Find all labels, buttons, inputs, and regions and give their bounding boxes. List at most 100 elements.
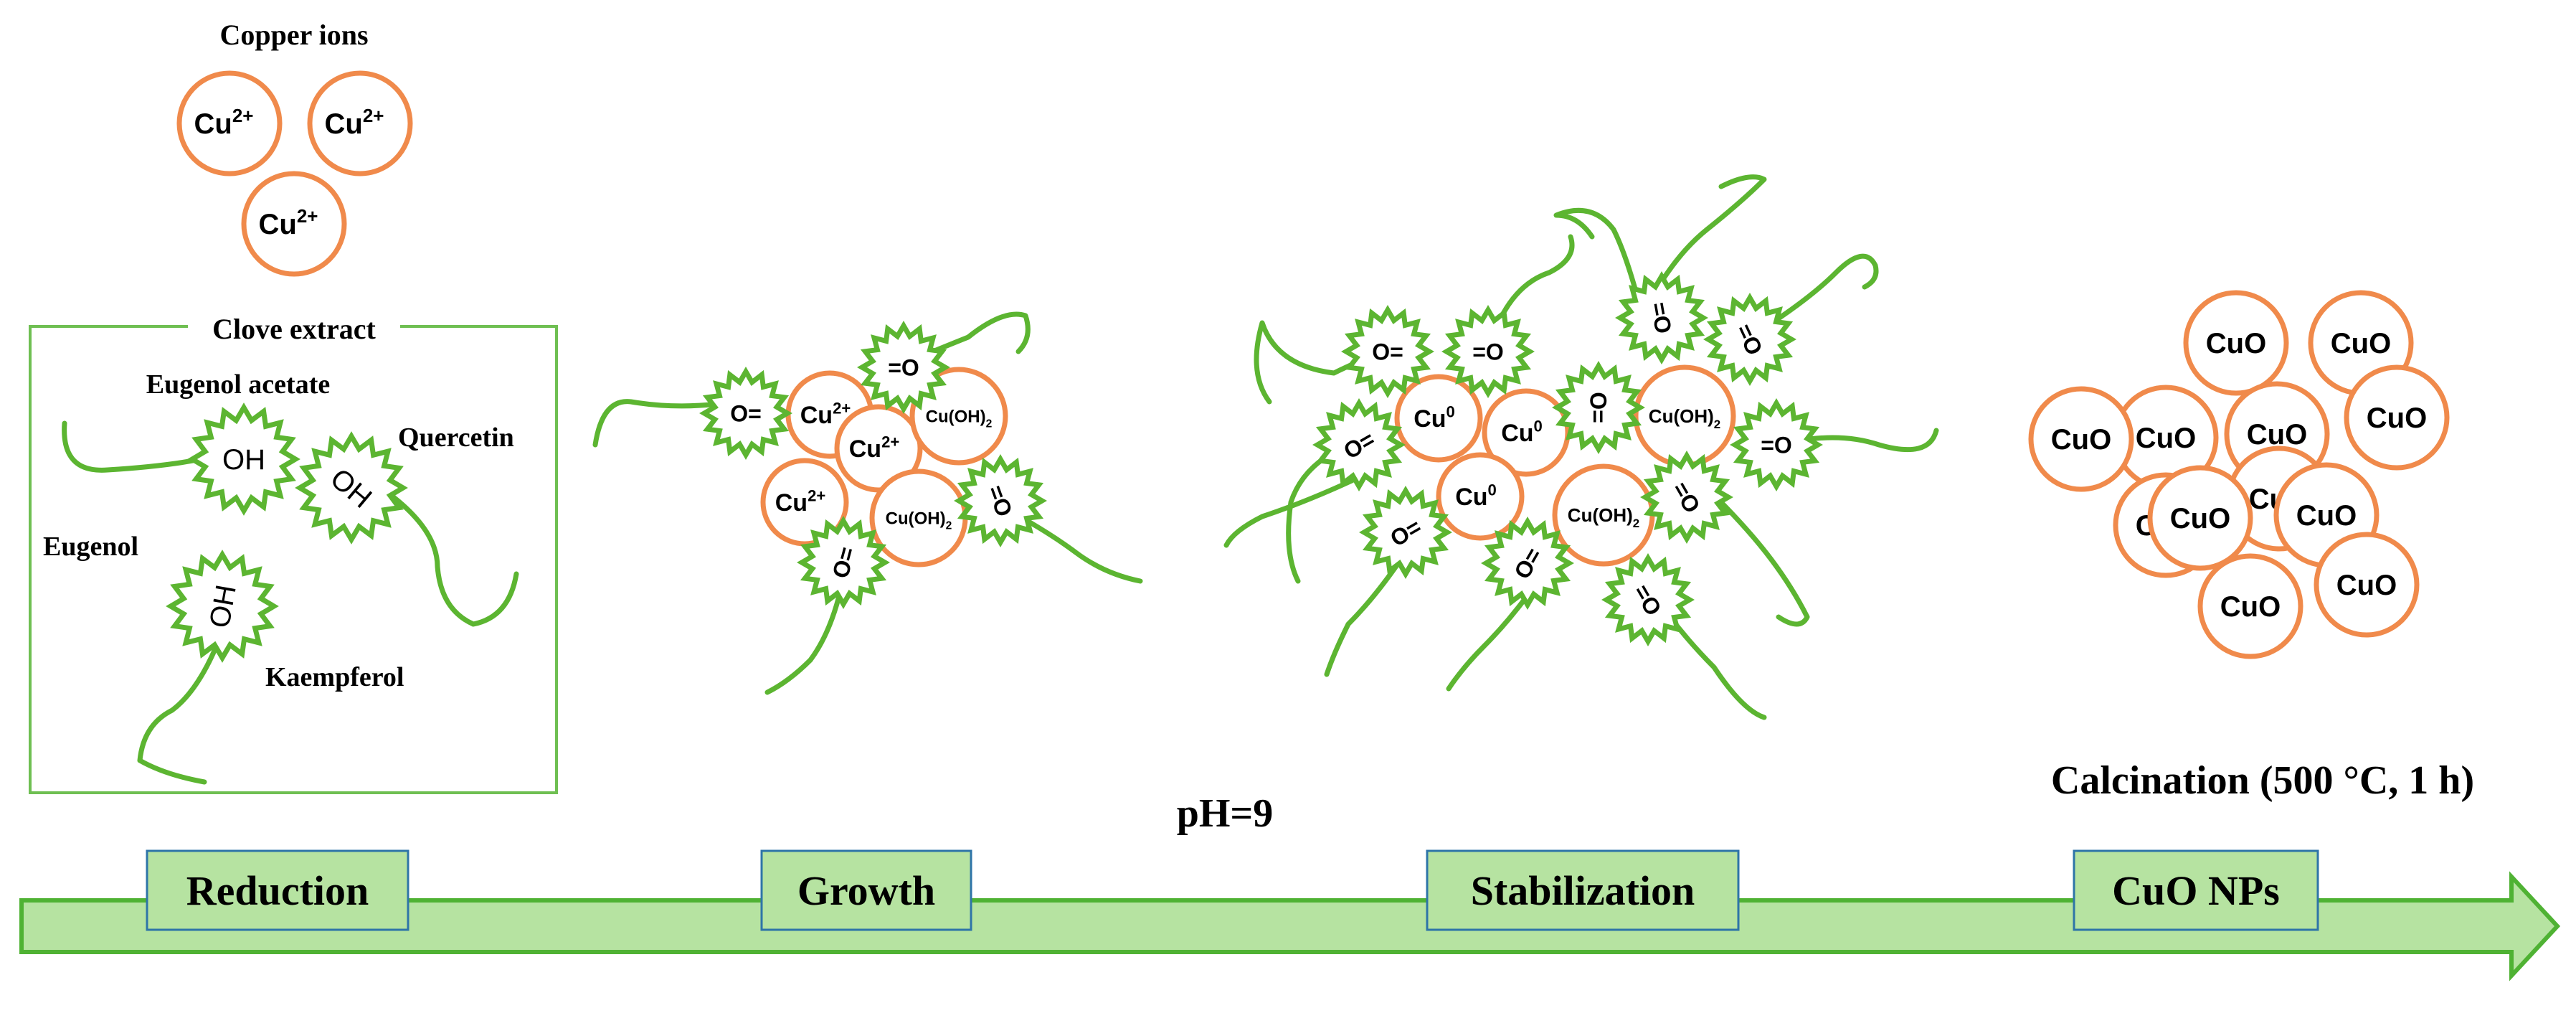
hydroxyl-group: OH (187, 402, 300, 516)
ligand-tail (1223, 478, 1355, 548)
svg-text:Cu2+: Cu2+ (194, 105, 254, 140)
copper-ion: Cu2+ (307, 70, 413, 176)
svg-text:CuO: CuO (2220, 591, 2281, 623)
cuo-nanoparticles: CuOCuOCuOCuOCuOCuOCuOCuOCuOCuOCuOCuO (2028, 290, 2450, 659)
stabilization-cluster: Cu0Cu0Cu0Cu(OH)2Cu(OH)2O==O=O=OO=O==OO==… (1223, 174, 1939, 720)
svg-text:CuO: CuO (2206, 328, 2266, 359)
ligand-tail (388, 492, 519, 627)
svg-text:CuO: CuO (2247, 419, 2307, 451)
hydroxyl-group: OH (166, 550, 279, 663)
ligand-tail (1639, 174, 1767, 319)
svg-text:Cu2+: Cu2+ (800, 399, 851, 429)
svg-text:Cu(OH)2: Cu(OH)2 (926, 407, 993, 430)
oxygen-ligand: O= (1359, 486, 1452, 579)
svg-text:O=: O= (1372, 339, 1403, 365)
oxygen-ligand: O= (797, 516, 890, 609)
clove-extract-title: Clove extract (212, 313, 376, 345)
oxygen-ligand: O= (699, 367, 792, 460)
oxygen-ligand: =O (1615, 271, 1708, 364)
svg-text:CuO: CuO (2170, 503, 2230, 534)
svg-text:OH: OH (204, 583, 242, 631)
svg-text:CuO: CuO (2336, 570, 2397, 601)
hydroxyl-ligands: OH OH OH (62, 402, 519, 785)
svg-text:CuO: CuO (2367, 402, 2427, 434)
cuo-nanoparticle: CuO (2314, 532, 2420, 638)
compound-eugenol: Eugenol (43, 532, 138, 562)
cu0-atom: Cu0 (1394, 374, 1483, 463)
svg-text:Cu(OH)2: Cu(OH)2 (886, 509, 952, 532)
svg-text:CuO: CuO (2331, 328, 2391, 359)
svg-text:Cu2+: Cu2+ (259, 205, 318, 240)
oxygen-ligand: =O (857, 321, 950, 414)
cu0-atom: Cu0 (1482, 388, 1571, 477)
cuoh2-particle: Cu(OH)2 (1633, 364, 1736, 468)
svg-text:=O: =O (888, 355, 919, 381)
svg-text:O=: O= (730, 401, 762, 427)
svg-text:Cu2+: Cu2+ (775, 486, 826, 517)
oxygen-ligand: =O (954, 454, 1047, 547)
oxygen-ligand: =O (1640, 451, 1733, 544)
ligand-tail (1747, 253, 1879, 340)
cuo-nanoparticle: CuO (2147, 465, 2253, 571)
svg-text:O=: O= (1585, 392, 1611, 423)
svg-text:Cu0: Cu0 (1501, 417, 1543, 447)
copper-ion: Cu2+ (241, 171, 347, 277)
svg-text:Cu(OH)2: Cu(OH)2 (1649, 405, 1720, 431)
compound-quercetin: Quercetin (398, 423, 514, 453)
oxygen-ligand: O= (1312, 398, 1406, 491)
calcination-condition: Calcination (500 °C, 1 h) (2051, 758, 2474, 803)
svg-text:CuO: CuO (2051, 424, 2111, 456)
svg-text:Cu2+: Cu2+ (849, 433, 900, 463)
ligand-tail (137, 628, 225, 785)
ligand-tail (1711, 492, 1810, 627)
ligand-tail (1553, 207, 1645, 319)
copper-ions-title: Copper ions (219, 19, 368, 51)
oxygen-ligand: O= (1552, 361, 1645, 454)
cu0-atom: Cu0 (1436, 452, 1525, 541)
ligand-tail (62, 420, 204, 473)
svg-text:=O: =O (1472, 339, 1504, 365)
ligand-tail (592, 399, 720, 448)
svg-text:Cu0: Cu0 (1455, 481, 1497, 511)
oxygen-ligand: =O (1703, 293, 1796, 386)
oxygen-ligand: O= (1341, 305, 1434, 398)
svg-text:Cu0: Cu0 (1414, 402, 1455, 433)
oxygen-ligand: =O (1730, 398, 1823, 491)
compound-eugenol-acetate: Eugenol acetate (146, 369, 330, 400)
svg-text:Cu2+: Cu2+ (325, 105, 384, 140)
ligand-tail (1446, 593, 1530, 692)
svg-text:CuO: CuO (2136, 423, 2196, 454)
oxygen-ligand: =O (1601, 553, 1695, 646)
svg-text:Cu(OH)2: Cu(OH)2 (1568, 504, 1639, 530)
svg-text:Stabilization: Stabilization (1471, 867, 1695, 914)
stage-reduction: Reduction (146, 849, 409, 931)
oxygen-ligand: O= (1481, 517, 1574, 610)
cuo-nanoparticle: CuO (2183, 290, 2289, 396)
process-arrow (19, 871, 2561, 981)
cuoh2-particle: Cu(OH)2 (1552, 463, 1655, 567)
svg-text:OH: OH (222, 444, 265, 476)
svg-text:Reduction: Reduction (186, 867, 369, 914)
oxygen-ligand: =O (1441, 305, 1535, 398)
stage-stabilization: Stabilization (1426, 849, 1740, 931)
ligand-tail (764, 578, 846, 695)
hydroxyl-group: OH (295, 431, 408, 545)
cuo-nanoparticle: CuO (2344, 364, 2450, 471)
svg-text:CuO: CuO (2296, 500, 2357, 532)
compound-kaempferol: Kaempferol (265, 662, 404, 692)
growth-cluster: Cu2+Cu2+Cu2+Cu(OH)2Cu(OH)2=OO==OO= (592, 311, 1143, 695)
svg-text:=O: =O (1761, 433, 1792, 458)
stage-cuo-nps: CuO NPs (2073, 849, 2319, 931)
cuoh2-particle: Cu(OH)2 (909, 367, 1008, 466)
svg-text:Growth: Growth (797, 867, 935, 914)
stage-growth: Growth (760, 849, 972, 931)
cuo-nanoparticle: CuO (2197, 553, 2303, 659)
svg-text:=O: =O (1646, 301, 1677, 336)
svg-text:CuO NPs: CuO NPs (2112, 867, 2280, 914)
cuo-nanoparticle: CuO (2028, 386, 2134, 492)
copper-ion: Cu2+ (176, 70, 283, 176)
cuoh2-particle: Cu(OH)2 (869, 468, 968, 567)
ligand-tail (1324, 550, 1408, 677)
ph-condition: pH=9 (1177, 791, 1274, 836)
